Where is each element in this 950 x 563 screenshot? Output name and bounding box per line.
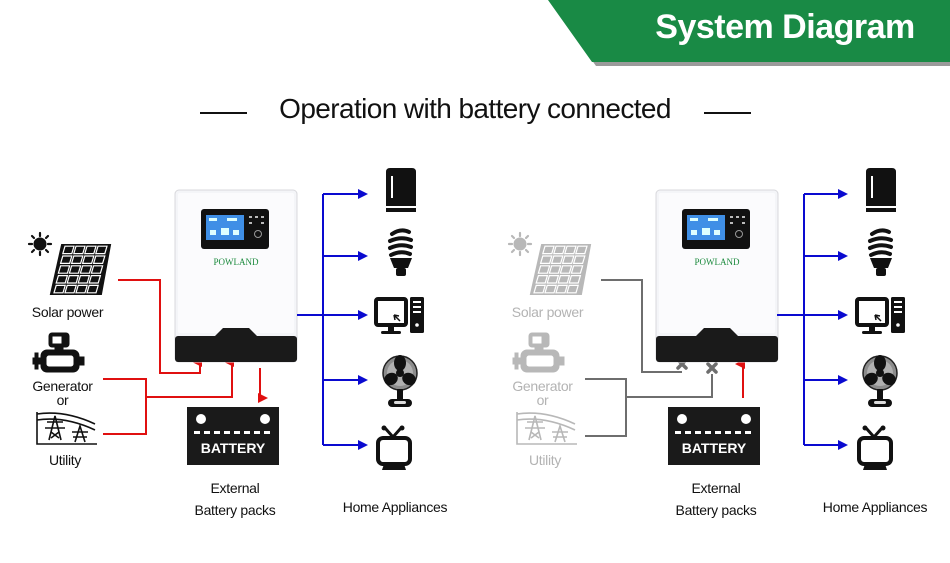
appliances-label: Home Appliances bbox=[822, 499, 928, 515]
inverter-brand-label: POWLAND bbox=[214, 257, 259, 267]
utility-tower-icon bbox=[36, 411, 98, 445]
source-label-generator: Generator bbox=[32, 378, 93, 394]
generator-input-line-inactive bbox=[585, 374, 713, 437]
header-banner bbox=[548, 0, 950, 66]
battery-caption-line2: Battery packs bbox=[675, 502, 757, 518]
subtitle-rule-right bbox=[704, 112, 751, 114]
inverter-brand-label: POWLAND bbox=[695, 257, 740, 267]
subtitle-rule-left bbox=[200, 112, 247, 114]
battery-icon: BATTERY bbox=[187, 407, 279, 465]
output-lines bbox=[777, 189, 848, 450]
generator-input-line bbox=[103, 362, 232, 435]
output-lines bbox=[297, 189, 368, 450]
inverter: POWLAND bbox=[655, 189, 779, 363]
tv-icon bbox=[376, 423, 412, 472]
utility-tower-icon-inactive bbox=[516, 411, 578, 445]
solar-panel-icon-inactive bbox=[507, 231, 592, 296]
battery-caption-line1: External bbox=[210, 480, 260, 496]
appliances-label: Home Appliances bbox=[342, 499, 448, 515]
battery-caption-line2: Battery packs bbox=[194, 502, 276, 518]
battery-label: BATTERY bbox=[201, 440, 266, 456]
page-title: System Diagram bbox=[655, 8, 915, 46]
computer-icon bbox=[855, 295, 907, 336]
inverter: POWLAND bbox=[174, 189, 298, 363]
battery-icon: BATTERY bbox=[668, 407, 760, 465]
source-label-solar: Solar power bbox=[31, 304, 104, 320]
fan-icon bbox=[861, 354, 899, 408]
tv-icon bbox=[857, 423, 893, 472]
banner-background bbox=[548, 0, 950, 62]
solar-input-line-inactive bbox=[601, 279, 682, 373]
fan-icon bbox=[381, 354, 419, 408]
source-label-utility: Utility bbox=[528, 452, 562, 468]
generator-icon bbox=[32, 332, 85, 373]
refrigerator-icon bbox=[866, 168, 896, 212]
source-label-or: or bbox=[536, 392, 549, 408]
source-label-solar: Solar power bbox=[511, 304, 584, 320]
cfl-bulb-icon bbox=[388, 228, 414, 278]
solar-panel-icon bbox=[27, 231, 112, 296]
source-label-generator: Generator bbox=[512, 378, 573, 394]
cfl-bulb-icon bbox=[868, 228, 894, 278]
solar-input-line bbox=[118, 279, 202, 374]
battery-caption-line1: External bbox=[691, 480, 741, 496]
subtitle: Operation with battery connected bbox=[279, 93, 671, 124]
panel-left: POWLAND BATTERY bbox=[27, 168, 426, 472]
computer-icon bbox=[374, 295, 426, 336]
refrigerator-icon bbox=[386, 168, 416, 212]
source-label-or: or bbox=[56, 392, 69, 408]
battery-label: BATTERY bbox=[682, 440, 747, 456]
panel-right: POWLAND BATTERY bbox=[507, 168, 907, 472]
generator-icon-inactive bbox=[512, 332, 565, 373]
source-label-utility: Utility bbox=[48, 452, 82, 468]
